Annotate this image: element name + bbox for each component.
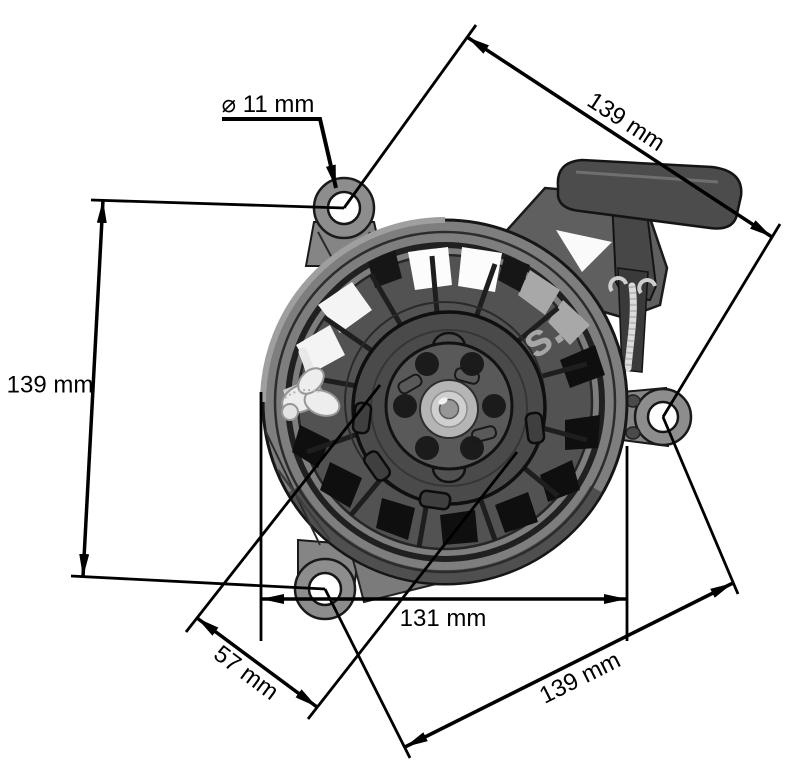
extension-line [661, 223, 782, 418]
dim-hole-diameter: ⌀ 11 mm [222, 91, 338, 189]
extension-line [90, 198, 345, 210]
extension-line [184, 384, 382, 633]
dimension-line [404, 581, 734, 749]
center-hub [419, 379, 479, 439]
dimension-line [79, 199, 107, 578]
extension-line [70, 574, 326, 591]
rope-hook-right [637, 278, 657, 295]
dim-left-label: 139 mm [7, 372, 94, 399]
mounting-tab-right [621, 386, 693, 448]
starter-rope [608, 267, 657, 373]
bracket-cutout [556, 230, 612, 272]
dim-left-139: 139 mm [7, 198, 345, 591]
hole-diameter-label: ⌀ 11 mm [222, 91, 315, 118]
extension-line [661, 416, 740, 595]
center-screw [438, 398, 460, 420]
hole-diameter-leader [222, 117, 338, 189]
extension-line [323, 588, 412, 759]
rope-knot [281, 347, 341, 421]
rope-twist-texture [624, 285, 637, 369]
extension-line [342, 24, 478, 209]
housing-chord-rib2 [276, 469, 332, 541]
dimension-line [195, 616, 319, 709]
housing-upper-highlight [260, 217, 446, 403]
dimension-line [466, 35, 773, 239]
housing-lower-shadow [288, 485, 602, 584]
dim-width-label: 131 mm [400, 605, 487, 632]
cup-notch-bottom [431, 466, 467, 484]
rope-hook-left [608, 276, 628, 293]
